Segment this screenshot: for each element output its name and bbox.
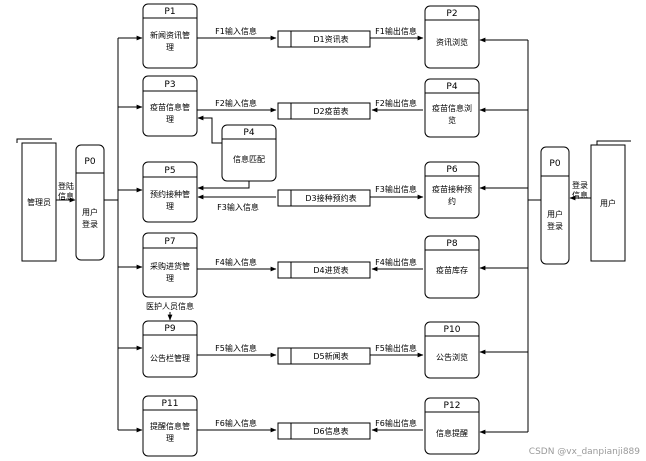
process-name-p5-2: 理 <box>166 202 174 211</box>
flow-in-label-6: F6输入信息 <box>215 418 257 428</box>
process-name-p3-2: 理 <box>166 115 174 124</box>
row-1: P1 新闻资讯管 理 F1输入信息 D1资讯表 F1输出信息 P2 资讯浏览 <box>118 3 528 69</box>
right-login-id: P0 <box>549 159 560 169</box>
process-name-p6-2: 约 <box>448 196 456 206</box>
admin-login-flow-1: 登陆 <box>58 181 74 191</box>
process-name-p7-2: 理 <box>166 274 174 283</box>
process-name-p3-1: 疫苗信息管 <box>150 102 190 112</box>
flow-in-label-5: F5输入信息 <box>215 343 257 353</box>
process-name-p5-1: 预约接种管 <box>150 189 190 199</box>
flow-out-label-2: F2输出信息 <box>375 98 417 108</box>
row-2: P3 疫苗信息管 理 F2输入信息 D2疫苗表 F2输出信息 P4 疫苗信息浏 … <box>118 75 528 138</box>
left-login-name-1: 用户 <box>82 207 98 217</box>
process-name-p1-1: 新闻资讯管 <box>150 30 190 40</box>
process-name-p4-2: 览 <box>448 115 456 125</box>
user-login-flow-1: 登录 <box>572 180 588 190</box>
process-id-p6: P6 <box>446 165 457 175</box>
matcher-to-p5-arrow <box>197 181 250 191</box>
matcher-process: P4 信息匹配 <box>221 124 277 182</box>
flow-out-label-5: F5输出信息 <box>375 343 417 353</box>
flow-in-label-1: F1输入信息 <box>215 26 257 36</box>
process-id-p11: P11 <box>162 399 179 409</box>
admin-entity: 管理员 <box>16 138 57 262</box>
process-id-p10: P10 <box>444 325 461 335</box>
admin-login-flow-2: 信息 <box>58 191 74 201</box>
process-id-p8: P8 <box>446 239 457 249</box>
store-label-2: D2疫苗表 <box>313 106 348 116</box>
process-id-p12: P12 <box>444 401 461 411</box>
left-login-name-2: 登录 <box>82 219 98 229</box>
user-entity-label: 用户 <box>600 198 616 208</box>
left-login-process: P0 用户 登录 <box>75 144 105 261</box>
store-label-4: D4进货表 <box>313 265 348 275</box>
process-id-p1: P1 <box>164 7 175 17</box>
process-name-p2-1: 资讯浏览 <box>436 37 468 47</box>
process-name-p9-1: 公告栏管理 <box>150 353 190 363</box>
process-name-p4-1: 疫苗信息浏 <box>432 103 472 113</box>
flow-in-label-4: F4输入信息 <box>215 257 257 267</box>
process-id-p2: P2 <box>446 9 457 19</box>
right-login-process: P0 用户 登录 <box>540 146 570 265</box>
admin-entity-label: 管理员 <box>27 197 51 207</box>
store-label-1: D1资讯表 <box>313 34 348 44</box>
user-entity: 用户 <box>590 140 631 262</box>
process-name-p12-1: 信息提醒 <box>436 428 468 438</box>
matcher-name: 信息匹配 <box>233 154 265 164</box>
staff-flow-label: 医护人员信息 <box>146 301 194 311</box>
process-id-p4: P4 <box>446 82 457 92</box>
flow-out-label-6: F6输出信息 <box>375 418 417 428</box>
left-login-id: P0 <box>84 157 95 167</box>
flow-in-label-3: F3输入信息 <box>217 202 259 212</box>
process-name-p11-2: 理 <box>166 434 174 443</box>
process-name-p6-1: 疫苗接种预 <box>432 184 472 194</box>
store-label-6: D6信息表 <box>313 426 348 436</box>
process-id-p3: P3 <box>164 80 175 90</box>
store-label-5: D5新闻表 <box>313 351 348 361</box>
process-id-p5: P5 <box>164 166 175 176</box>
row-4: P7 采购进货管 理 F4输入信息 D4进货表 F4输出信息 P8 疫苗库存 <box>118 232 528 299</box>
row-3: P5 预约接种管 理 F3输入信息 D3接种预约表 F3输出信息 P6 疫苗接种… <box>118 161 528 223</box>
process-name-p11-1: 提醒信息管 <box>150 421 190 431</box>
matcher-to-p3-arrow <box>197 115 222 144</box>
row-6: P11 提醒信息管 理 F6输入信息 D6信息表 F6输出信息 P12 信息提醒 <box>118 395 528 457</box>
process-id-p9: P9 <box>164 324 175 334</box>
flow-in-label-2: F2输入信息 <box>215 98 257 108</box>
user-login-flow-2: 信息 <box>572 190 588 200</box>
process-name-p10-1: 公告浏览 <box>436 352 468 362</box>
process-name-p7-1: 采购进货管 <box>150 261 190 271</box>
flow-out-label-4: F4输出信息 <box>375 257 417 267</box>
process-name-p8-1: 疫苗库存 <box>436 265 468 275</box>
flow-out-label-3: F3输出信息 <box>375 184 417 194</box>
row-5: P9 公告栏管理 F5输入信息 D5新闻表 F5输出信息 P10 公告浏览 <box>118 320 528 379</box>
store-label-3: D3接种预约表 <box>305 193 356 203</box>
process-id-p7: P7 <box>164 237 175 247</box>
right-login-name-1: 用户 <box>547 209 563 219</box>
watermark: CSDN @vx_danpianji889 <box>529 447 640 457</box>
matcher-id: P4 <box>243 128 254 138</box>
right-login-name-2: 登录 <box>547 221 563 231</box>
process-name-p1-2: 理 <box>166 43 174 52</box>
flow-out-label-1: F1输出信息 <box>375 26 417 36</box>
